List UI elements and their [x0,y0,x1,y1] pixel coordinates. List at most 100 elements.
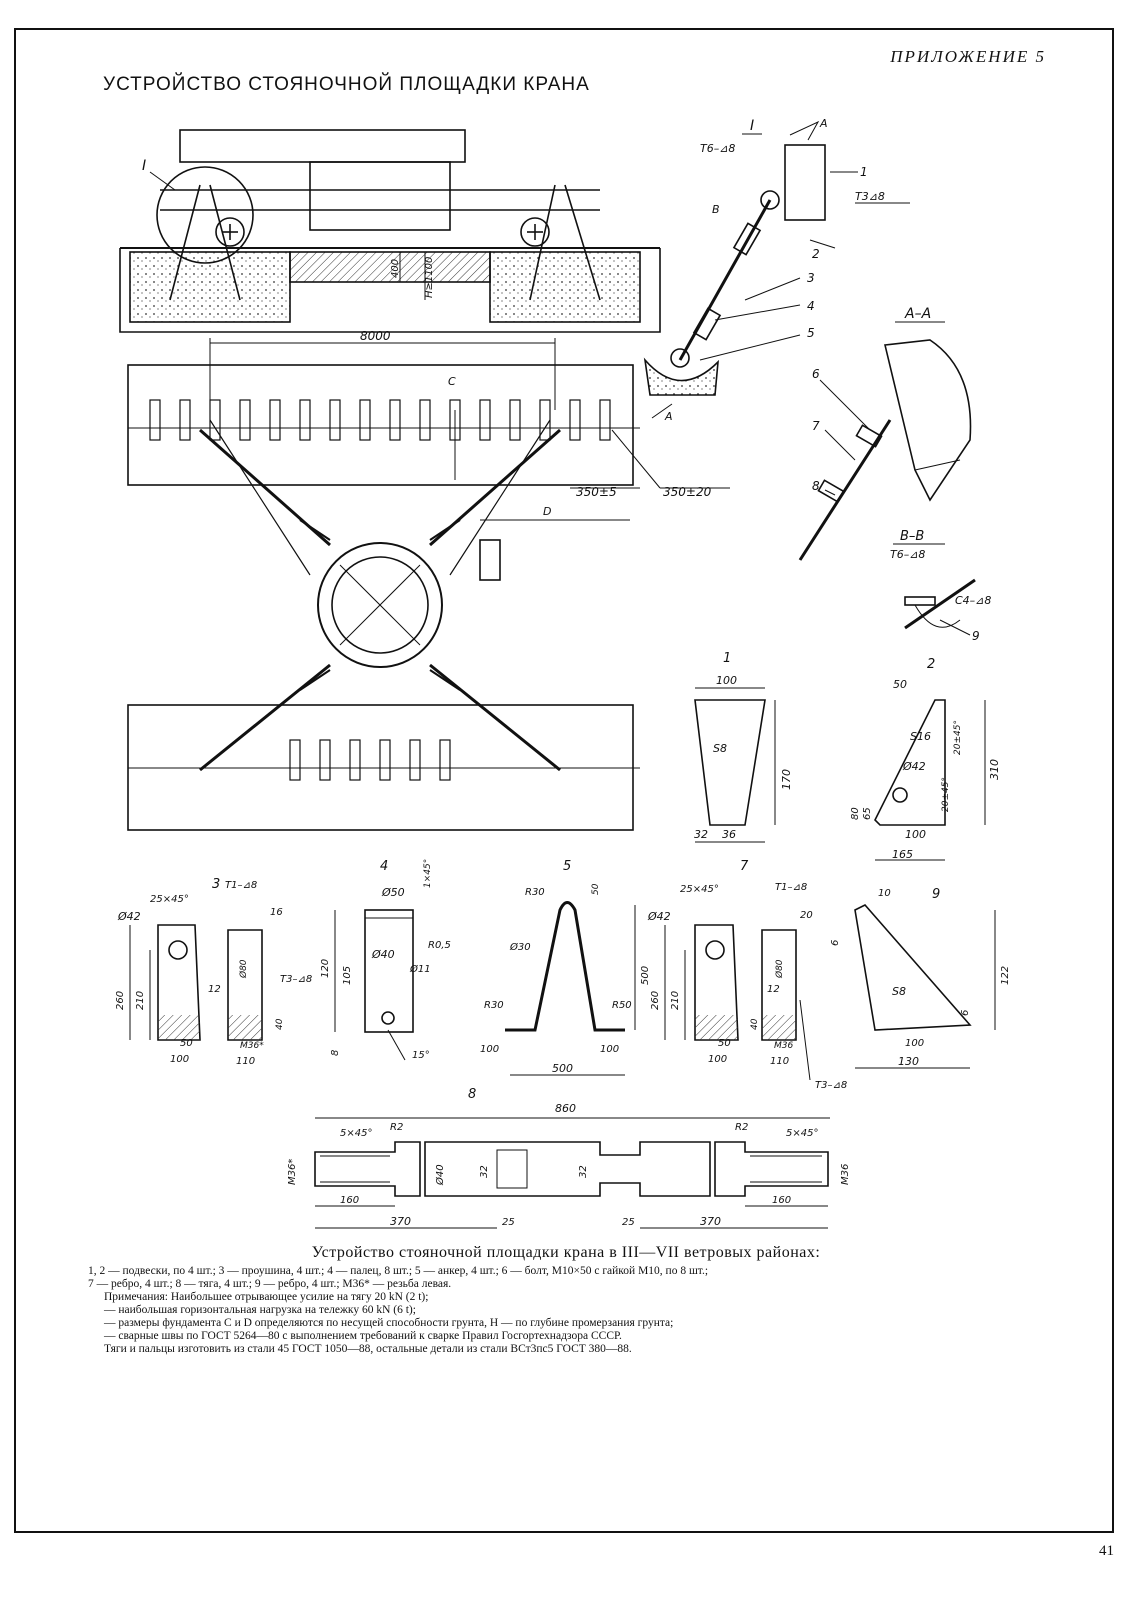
foundation-left [129,251,291,323]
sleepers-lower [289,739,451,781]
part3-w12: 12 [208,984,221,995]
part-4: 4 1×45° Ø50 Ø40 R0,5 Ø11 120 105 8 15° [320,859,451,1061]
part4-radius: R0,5 [428,940,451,951]
part3-number: 3 [212,877,220,892]
dim-8000: 8000 [360,329,391,343]
part9-h122: 122 [1000,966,1011,985]
part8-d40: Ø40 [434,1164,446,1186]
weld-t3: Т3⊿8 [855,190,885,203]
part9-w10: 10 [878,888,891,899]
part3-w110: 110 [236,1056,255,1067]
dim-d: D [543,505,551,518]
part3-thread: М36* [240,1041,264,1051]
part8-thread-left: М36* [287,1159,298,1185]
part1-plate [694,699,766,826]
dim-350-5: 350±5 [576,485,617,499]
section-aa: А–А 6 7 8 [798,306,972,561]
part7-w20: 20 [800,910,813,921]
caption-line: Тяги и пальцы изготовить из стали 45 ГОС… [104,1343,632,1355]
callout-2: 2 [812,247,820,261]
part3-weld-t3: Т3–⊿8 [280,974,312,985]
part2-width: 50 [893,678,907,691]
callout-6: 6 [812,367,820,381]
part3-weld-t1: Т1–⊿8 [225,880,257,891]
section-b-mark: В [712,203,720,216]
part4-number: 4 [380,859,388,874]
part8-right-end [714,1141,829,1197]
part7-h2: 210 [670,991,681,1010]
part5-h500: 500 [640,966,651,985]
part7-hole: Ø42 [647,910,671,923]
elevation-frame [309,161,451,231]
part7-weld-t1: Т1–⊿8 [775,882,807,893]
part8-l25-left: 25 [502,1217,515,1228]
part5-w500: 500 [552,1062,573,1075]
part2-h1: 80 [850,807,861,820]
part4-angle: 15° [412,1050,430,1061]
part3-w1: 50 [180,1038,193,1049]
part4-d50: Ø50 [381,886,405,899]
part2-plate [874,699,946,826]
part5-r50: R50 [612,1000,632,1011]
slewing-ring-inner [331,556,429,654]
part8-number: 8 [468,1087,476,1102]
page-number: 41 [1099,1543,1114,1559]
part1-height: 170 [780,769,793,790]
part4-d11: Ø11 [409,963,431,975]
part2-number: 2 [927,657,935,672]
label-view-aa: А–А [904,306,931,322]
part7-w110: 110 [770,1056,789,1067]
part4-h105: 105 [342,966,353,985]
aa-bracket [884,339,972,502]
crane-track-upper [127,364,634,486]
part5-r30-left: R30 [484,1000,504,1011]
part7-h1: 260 [650,991,661,1010]
part8-flat1: 32 [479,1165,490,1178]
part9-b130: 130 [898,1055,919,1068]
part5-b100-right: 100 [600,1044,619,1055]
part8-l370-right: 370 [700,1215,721,1228]
callout-5: 5 [807,326,815,340]
part9-b100: 100 [905,1038,924,1049]
section-a-top: А [819,117,828,130]
part8-l160-right: 160 [772,1195,791,1206]
part7-w1: 50 [718,1038,731,1049]
part8-l25-right: 25 [622,1217,635,1228]
drawing-frame [14,28,1114,1533]
label-view-i: I [750,118,754,134]
part8-chamfer-right: 5×45° [786,1128,818,1139]
part3-hole: Ø42 [117,910,141,923]
part-5: 5 R30 50 Ø30 500 R30 R50 100 100 500 [480,859,651,1076]
part1-number: 1 [723,651,731,666]
part8-body [424,1141,711,1197]
detail-i-bracket [784,144,826,221]
label-view-i-ref: I [142,158,146,174]
detail-i-circle [156,166,254,264]
sleepers-upper [149,399,611,441]
caption-line: — сварные швы по ГОСТ 5264—80 с выполнен… [104,1330,622,1342]
part4-h8: 8 [330,1050,341,1056]
part5-anchor [505,901,625,1032]
caption-line: — размеры фундамента С и D определяются … [104,1317,674,1329]
foundation-right [489,251,641,323]
part2-hole: Ø42 [902,760,926,773]
part3-w16: 16 [270,907,283,918]
caption-line: 1, 2 — подвески, по 4 шт.; 3 — проушина,… [88,1265,709,1277]
plan-view: 8000 С D 350±5 350±20 [127,329,730,831]
part2-height: 310 [988,759,1001,780]
part8-chamfer-left: 5×45° [340,1128,372,1139]
caption-line: — наибольшая горизонтальная нагрузка на … [104,1304,416,1316]
part7-thread: М36 [774,1041,793,1051]
part8-length: 860 [555,1102,576,1115]
part9-plate [854,904,972,1031]
part2-h2: 65 [862,807,873,820]
caption-notes: 1, 2 — подвески, по 4 шт.; 3 — проушина,… [88,1265,1048,1356]
part2-angle2: 20±45° [941,777,951,812]
section-bb: В–В Т6–⊿8 С4–⊿8 9 [890,529,991,643]
part9-t6: 6 [960,1010,971,1016]
callout-8: 8 [812,479,820,493]
part4-h120: 120 [320,959,331,978]
part7-chamfer: 25×45° [680,884,719,895]
part3-h1: 260 [115,991,126,1010]
